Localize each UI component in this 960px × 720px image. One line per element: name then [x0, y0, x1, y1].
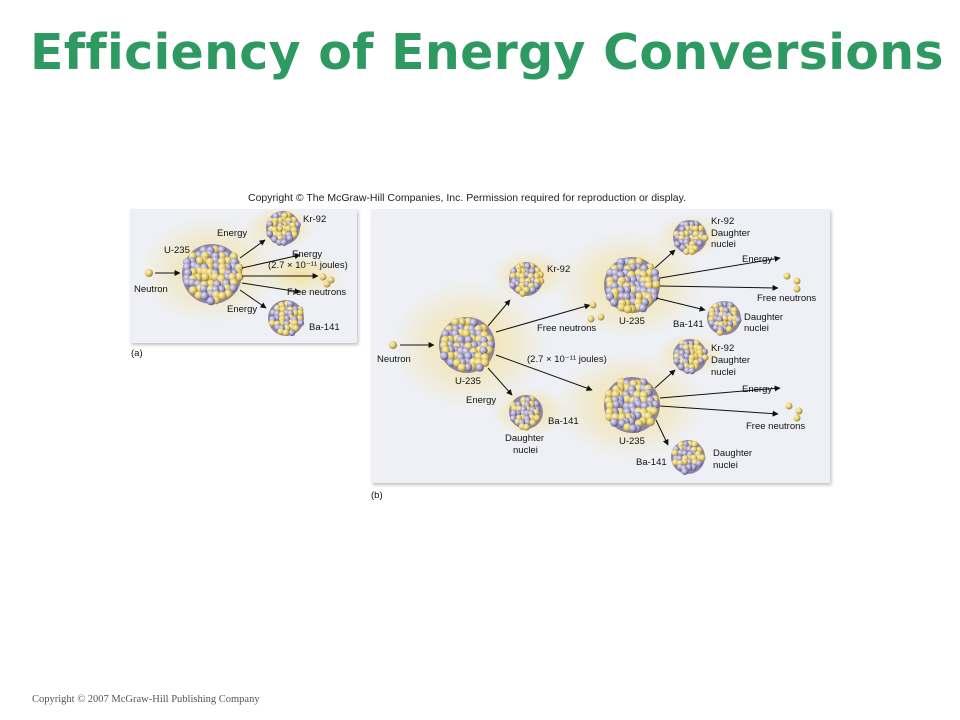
nucleus-kr92-bottom	[673, 339, 709, 375]
label-daughter-top-ba: Daughter	[744, 312, 783, 323]
label-energy: Energy	[466, 395, 496, 406]
label-nuclei-top-kr: nuclei	[711, 239, 736, 250]
nucleus-ba141	[268, 300, 305, 337]
arrow	[239, 289, 267, 309]
nucleus-u235	[182, 244, 244, 306]
label-u235: U-235	[164, 245, 190, 256]
label-kr92-bottom: Kr-92	[711, 343, 734, 354]
arrow	[239, 239, 266, 259]
label-free-neutrons-top: Free neutrons	[757, 293, 816, 304]
label-ba141: Ba-141	[548, 416, 579, 427]
arrow	[659, 284, 779, 291]
label-energy-top: Energy	[217, 228, 247, 239]
arrow	[654, 369, 676, 389]
arrow	[495, 354, 593, 391]
label-nuclei: nuclei	[513, 445, 538, 456]
label-energy-bottom: Energy	[742, 384, 772, 395]
nucleus-kr92	[266, 211, 301, 246]
label-kr92-top: Kr-92	[711, 216, 734, 227]
label-nuclei-bottom-kr: nuclei	[711, 367, 736, 378]
glow	[255, 253, 345, 297]
slide-title: Efficiency of Energy Conversions	[30, 24, 944, 81]
label-neutron: Neutron	[134, 284, 168, 295]
arrow	[654, 249, 676, 269]
label-u235-bottom: U-235	[619, 436, 645, 447]
arrow	[659, 255, 781, 279]
arrow	[241, 282, 301, 295]
nucleus-kr92-top	[673, 220, 709, 256]
label-free-neutrons: Free neutrons	[537, 323, 596, 334]
label-daughter-bottom-ba: Daughter	[713, 448, 752, 459]
label-daughter: Daughter	[505, 433, 544, 444]
slide-copyright: Copyright © 2007 McGraw-Hill Publishing …	[32, 694, 260, 705]
arrow	[495, 303, 591, 333]
label-nuclei-top-ba: nuclei	[744, 323, 769, 334]
label-free-neutrons-bottom: Free neutrons	[746, 421, 805, 432]
arrow	[487, 299, 511, 327]
free-neutron-particles	[783, 272, 801, 293]
label-ba141: Ba-141	[309, 322, 340, 333]
label-energy-top: Energy	[742, 254, 772, 265]
label-daughter-top-kr: Daughter	[711, 228, 750, 239]
label-kr92: Kr-92	[303, 214, 326, 225]
arrow	[659, 385, 781, 399]
panel-a-tag: (a)	[131, 348, 143, 359]
label-kr92: Kr-92	[547, 264, 570, 275]
label-energy-value: (2.7 × 10⁻¹¹ joules)	[527, 354, 607, 365]
arrow	[241, 253, 301, 269]
label-ba141-top: Ba-141	[673, 319, 704, 330]
label-daughter-bottom-kr: Daughter	[711, 355, 750, 366]
nucleus-kr92	[509, 262, 545, 297]
free-neutron-particles	[785, 402, 803, 422]
panel-a: Neutron U-235 Energy Kr-92 Energy (2.7 ×…	[130, 206, 357, 359]
arrow	[655, 419, 669, 446]
label-nuclei-bottom-ba: nuclei	[713, 460, 738, 471]
nucleus-u235-bottom	[604, 377, 660, 433]
neutron-particle	[145, 269, 153, 277]
free-neutron-particles	[319, 273, 335, 288]
free-neutron-particles	[587, 301, 605, 323]
nucleus-ba141-bottom	[671, 440, 706, 475]
nucleus-ba141-top	[707, 301, 742, 336]
neutron-particle	[389, 341, 397, 349]
figure-credit: Copyright © The McGraw-Hill Companies, I…	[248, 192, 687, 204]
panel-b-tag: (b)	[371, 490, 383, 501]
nucleus-u235-top	[604, 257, 661, 314]
nucleus-ba141	[509, 395, 543, 431]
arrow	[487, 367, 513, 396]
panel-b: Neutron U-235 Kr-92 Free neutrons (2.7 ×…	[371, 209, 830, 501]
nucleus-u235-center	[439, 317, 495, 373]
arrow	[655, 297, 706, 312]
label-ba141-bottom: Ba-141	[636, 457, 667, 468]
label-energy-mid: Energy	[292, 249, 322, 260]
label-u235-top: U-235	[619, 316, 645, 327]
label-free-neutrons: Free neutrons	[287, 287, 346, 298]
label-energy-bottom: Energy	[227, 304, 257, 315]
label-neutron: Neutron	[377, 354, 411, 365]
arrow	[659, 405, 779, 417]
label-energy-value: (2.7 × 10⁻¹¹ joules)	[268, 260, 348, 271]
label-u235: U-235	[455, 376, 481, 387]
